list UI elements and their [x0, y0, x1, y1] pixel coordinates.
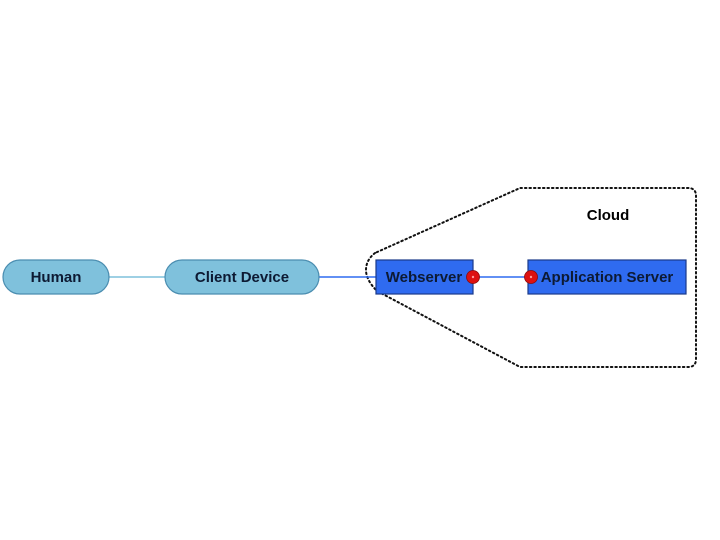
port-appserver-in[interactable]: [524, 270, 538, 284]
cloud-boundary: [364, 187, 697, 368]
cloud-label: Cloud: [587, 207, 630, 224]
node-client-device-label: Client Device: [195, 269, 289, 286]
node-human-label: Human: [31, 269, 82, 286]
node-client-device[interactable]: Client Device: [164, 259, 320, 295]
node-webserver[interactable]: Webserver: [375, 259, 474, 295]
node-human[interactable]: Human: [2, 259, 110, 295]
node-human-shape: [2, 259, 110, 295]
node-application-server-label: Application Server: [541, 269, 674, 286]
node-webserver-label: Webserver: [386, 269, 463, 286]
node-application-server[interactable]: Application Server: [527, 259, 687, 295]
port-webserver-out[interactable]: [466, 270, 480, 284]
node-application-server-shape: [527, 259, 687, 295]
node-webserver-shape: [375, 259, 474, 295]
node-client-device-shape: [164, 259, 320, 295]
